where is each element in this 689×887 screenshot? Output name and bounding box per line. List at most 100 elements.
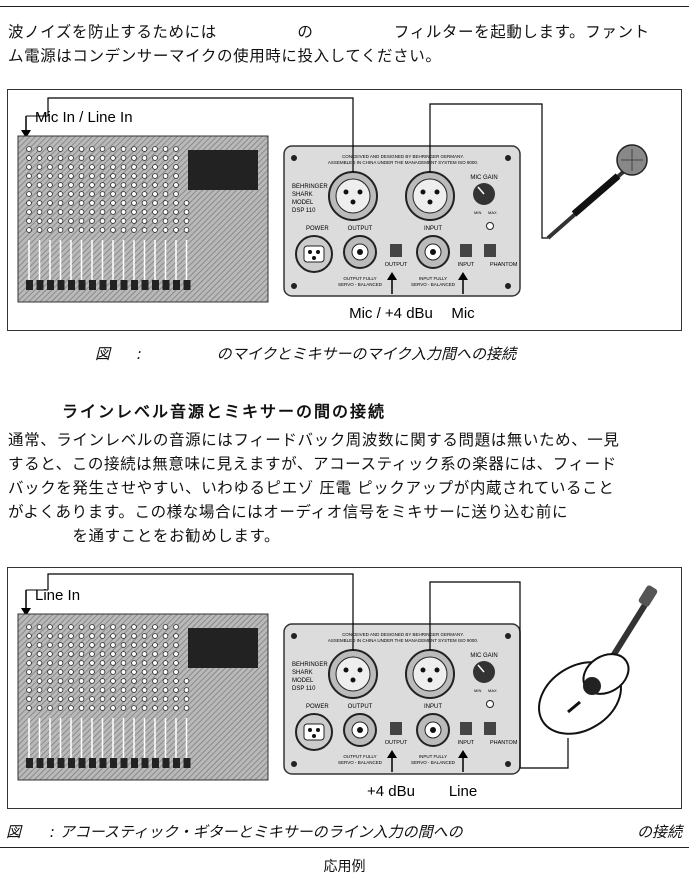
figure-mic-connection: Mic In / Line In CONCEIVED AND DESIGNED … xyxy=(7,89,682,331)
device-model-label: MODEL xyxy=(292,678,314,684)
intro-paragraph: 波ノイズを防止するためには の フィルターを起動します。ファント ム電源はコンデ… xyxy=(8,20,683,68)
intro-line-1: 波ノイズを防止するためには の フィルターを起動します。ファント xyxy=(8,23,650,41)
mixer-console xyxy=(17,613,269,781)
signal-cables xyxy=(47,573,569,769)
mixer-channel-strips xyxy=(26,146,191,290)
figure-2-diagram: Line In CONCEIVED AND DESIGNED BY BEHRIN… xyxy=(17,573,658,800)
output-switch-label: OUTPUT xyxy=(385,262,408,268)
microphone-icon xyxy=(546,144,648,240)
level-arrows xyxy=(387,750,468,772)
input-jack xyxy=(416,235,450,269)
input-note-1: INPUT FULLY xyxy=(419,754,447,759)
mixer-input-arrow xyxy=(21,115,48,138)
xlr-input-connector xyxy=(405,171,455,221)
input-level-label: Mic xyxy=(451,305,475,322)
input-note-1: INPUT FULLY xyxy=(419,276,447,281)
device-series: SHARK xyxy=(292,670,313,676)
phantom-label: PHANTOM xyxy=(490,740,518,746)
power-socket xyxy=(295,713,333,751)
device-fine-print-2: ASSEMBLED IN CHINA UNDER THE MANAGEMENT … xyxy=(328,160,478,165)
device-series: SHARK xyxy=(292,192,313,198)
output-note-1: OUTPUT FULLY xyxy=(343,276,376,281)
input-jack-label: INPUT xyxy=(424,704,442,710)
device-fine-print-1: CONCEIVED AND DESIGNED BY BEHRINGER GERM… xyxy=(342,154,464,159)
caption-2-suffix: の接続 xyxy=(636,823,682,841)
phantom-led xyxy=(486,222,494,230)
figure-1-diagram: Mic In / Line In CONCEIVED AND DESIGNED … xyxy=(17,97,648,322)
para-2-line-2: すると、この接続は無意味に見えますが、アコースティック系の楽器には、フィード xyxy=(8,455,617,473)
phantom-switch xyxy=(484,244,496,257)
xlr-output-connector xyxy=(328,171,378,221)
mixer-meter-bridge xyxy=(188,628,258,668)
mixer-channel-strips xyxy=(26,624,191,768)
signal-cables xyxy=(47,97,548,239)
power-label: POWER xyxy=(306,226,329,232)
shark-dsp110-panel: CONCEIVED AND DESIGNED BY BEHRINGER GERM… xyxy=(283,145,521,297)
output-note-1: OUTPUT FULLY xyxy=(343,754,376,759)
page-footer: 応用例 xyxy=(323,859,366,875)
mixer-input-label: Line In xyxy=(35,587,80,604)
para-2-line-1: 通常、ラインレベルの音源にはフィードバック周波数に関する問題は無いため、一見 xyxy=(8,431,620,449)
device-model: DSP 110 xyxy=(292,208,316,214)
mic-gain-knob xyxy=(473,183,495,205)
device-model: DSP 110 xyxy=(292,686,316,692)
gain-min-label: MIN xyxy=(474,210,481,215)
device-brand: BEHRINGER xyxy=(292,184,328,190)
figure-2-caption: 図 : アコースティック・ギターとミキサーのライン入力の間への の接続 xyxy=(6,821,682,842)
figure-guitar-connection: Line In CONCEIVED AND DESIGNED BY BEHRIN… xyxy=(7,567,682,809)
line-level-paragraph: 通常、ラインレベルの音源にはフィードバック周波数に関する問題は無いため、一見 す… xyxy=(8,428,683,548)
phantom-label: PHANTOM xyxy=(490,262,518,268)
input-level-switch xyxy=(460,722,472,735)
gain-max-label: MAX xyxy=(488,210,497,215)
input-jack xyxy=(416,713,450,747)
output-switch-label: OUTPUT xyxy=(385,740,408,746)
output-jack xyxy=(343,713,377,747)
output-level-label: +4 dBu xyxy=(367,783,415,800)
caption-1-sep: : xyxy=(136,345,142,363)
device-model-label: MODEL xyxy=(292,200,314,206)
input-switch-label: INPUT xyxy=(458,740,475,746)
level-arrows xyxy=(387,272,468,294)
input-level-label: Line xyxy=(449,783,477,800)
phantom-switch xyxy=(484,722,496,735)
output-note-2: SERVO - BALANCED xyxy=(338,282,383,287)
input-switch-label: INPUT xyxy=(458,262,475,268)
input-jack-label: INPUT xyxy=(424,226,442,232)
section-heading: ラインレベル音源とミキサーの間の接続 xyxy=(62,402,387,421)
output-level-switch xyxy=(390,244,402,257)
gain-max-label: MAX xyxy=(488,688,497,693)
mic-gain-label: MIC GAIN xyxy=(470,653,497,659)
output-note-2: SERVO - BALANCED xyxy=(338,760,383,765)
caption-2-prefix: 図 xyxy=(6,823,22,841)
para-2-line-5: を通すことをお勧めします。 xyxy=(8,527,281,545)
output-level-switch xyxy=(390,722,402,735)
gain-min-label: MIN xyxy=(474,688,481,693)
mixer-console xyxy=(17,135,269,303)
power-label: POWER xyxy=(306,704,329,710)
caption-1-prefix: 図 xyxy=(95,345,111,363)
device-fine-print-2: ASSEMBLED IN CHINA UNDER THE MANAGEMENT … xyxy=(328,638,478,643)
mixer-input-label: Mic In / Line In xyxy=(35,109,133,126)
output-jack xyxy=(343,235,377,269)
para-2-line-3: バックを発生させやすい、いわゆるピエゾ 圧電 ピックアップが内蔵されていること xyxy=(8,479,615,497)
device-brand: BEHRINGER xyxy=(292,662,328,668)
phantom-led xyxy=(486,700,494,708)
xlr-input-connector xyxy=(405,649,455,699)
caption-1-text: のマイクとミキサーのマイク入力間への接続 xyxy=(216,345,517,363)
input-note-2: SERVO - BALANCED xyxy=(411,760,456,765)
mic-gain-label: MIC GAIN xyxy=(470,175,497,181)
xlr-output-connector xyxy=(328,649,378,699)
output-jack-label: OUTPUT xyxy=(348,704,373,710)
input-note-2: SERVO - BALANCED xyxy=(411,282,456,287)
figure-1-caption: 図 : のマイクとミキサーのマイク入力間への接続 xyxy=(95,343,516,364)
caption-2-text: : アコースティック・ギターとミキサーのライン入力の間への xyxy=(49,823,463,841)
para-2-line-4: がよくあります。この様な場合にはオーディオ信号をミキサーに送り込む前に xyxy=(8,503,569,521)
power-socket xyxy=(295,235,333,273)
top-rule xyxy=(0,6,689,7)
footer-rule xyxy=(0,847,689,848)
output-jack-label: OUTPUT xyxy=(348,226,373,232)
mixer-meter-bridge xyxy=(188,150,258,190)
input-level-switch xyxy=(460,244,472,257)
shark-dsp110-panel: CONCEIVED AND DESIGNED BY BEHRINGER GERM… xyxy=(283,623,521,775)
acoustic-guitar-icon xyxy=(538,585,658,735)
